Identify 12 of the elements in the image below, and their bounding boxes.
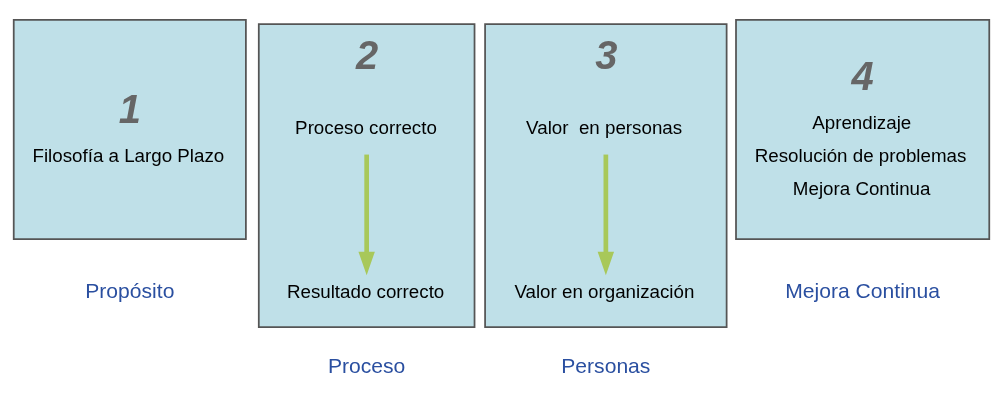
node-text: Valor en organización xyxy=(514,280,695,302)
node-label: Proceso xyxy=(327,354,406,378)
node-text: Proceso correcto xyxy=(295,117,437,139)
node-box: 1 Filosofía a Largo Plazo xyxy=(12,19,247,241)
arrow xyxy=(597,154,615,276)
node-label: Personas xyxy=(561,354,651,378)
arrow xyxy=(358,154,375,276)
node-label: Mejora Continua xyxy=(785,279,941,303)
node-label: Propósito xyxy=(85,279,175,303)
node-text: Resultado correcto xyxy=(286,280,445,302)
node-text: Valor en personas xyxy=(526,117,683,139)
node-box: 4 Aprendizaje Resolución de problemas Mejora Continua xyxy=(735,19,991,241)
